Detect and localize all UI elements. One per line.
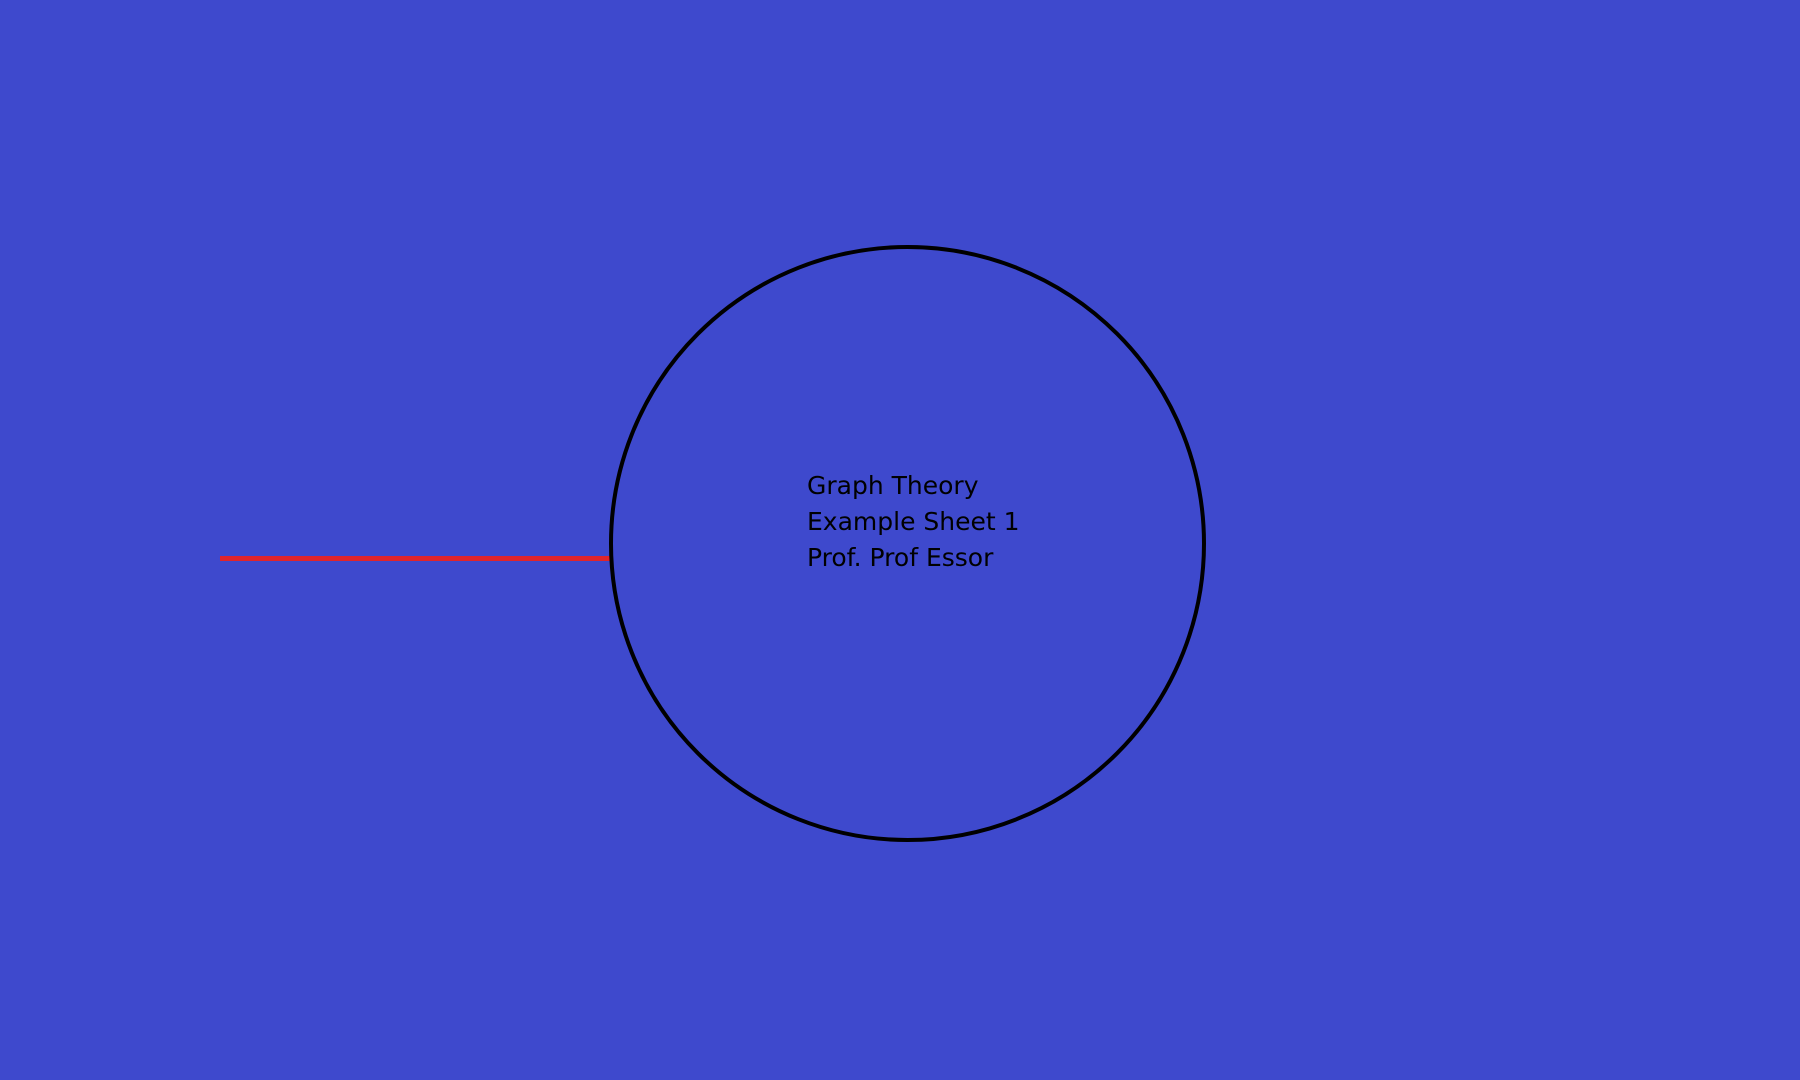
red-line bbox=[220, 556, 613, 561]
circle-node bbox=[609, 245, 1206, 842]
label-line-title: Graph Theory bbox=[807, 471, 979, 500]
circle-label: Graph Theory Example Sheet 1 Prof. Prof … bbox=[807, 468, 1127, 576]
label-line-sheet: Example Sheet 1 bbox=[807, 507, 1020, 536]
label-line-author: Prof. Prof Essor bbox=[807, 543, 994, 572]
